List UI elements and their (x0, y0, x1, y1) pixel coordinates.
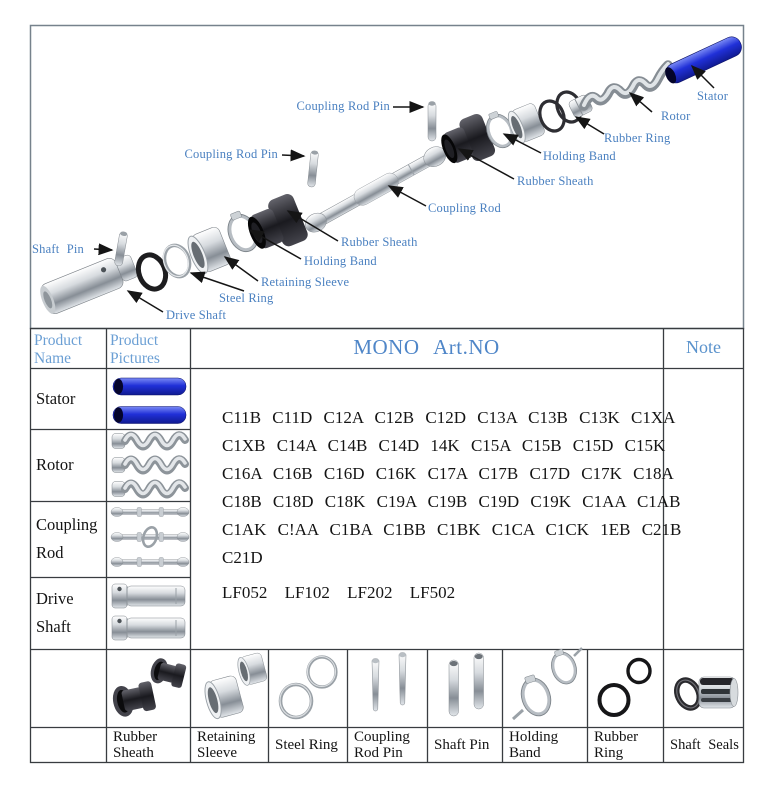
row-name-drive-shaft: Drive Shaft (36, 589, 74, 636)
coupling-rod-pin-picture (371, 652, 407, 712)
diagram-arrows (93, 64, 715, 313)
bottom-label-rubber-ring: Rubber Ring (594, 728, 639, 762)
label-holding-band-right: Holding Band (543, 149, 616, 163)
rubber-ring-picture (597, 657, 652, 717)
header-note: Note (686, 337, 721, 357)
label-holding-band-left: Holding Band (304, 254, 377, 268)
bottom-label-steel-ring: Steel Ring (275, 736, 338, 753)
stator-part (665, 36, 742, 84)
coupling-rod-pin-top-part (427, 101, 437, 142)
coupling-rod-pictures (110, 507, 190, 567)
bottom-label-holding-band: Holding Band (509, 728, 559, 762)
label-shaft-pin: Shaft Pin (32, 242, 84, 256)
bottom-label-rubber-sheath: Rubber Sheath (113, 728, 158, 762)
art-no-line: C18B C18D C18K C19A C19B C19D C19K C1AA … (222, 492, 681, 511)
label-rubber-sheath-right: Rubber Sheath (517, 174, 594, 188)
label-rubber-ring: Rubber Ring (604, 131, 671, 145)
retaining-sleeve-part (183, 224, 233, 277)
drive-shaft-part (40, 254, 138, 315)
row-name-coupling-rod: Coupling Rod (36, 515, 98, 562)
stator-pictures (112, 377, 187, 424)
bottom-label-shaft-seals: Shaft Seals (670, 736, 739, 753)
art-no-codes: C11B C11D C12A C12B C12D C13A C13B C13K … (222, 404, 682, 572)
row-name-rotor: Rotor (36, 455, 74, 474)
steel-ring-part (162, 243, 192, 279)
shaft-seals-picture (673, 676, 739, 711)
lf-codes: LF052 LF102 LF202 LF502 (222, 583, 456, 602)
coupling-rod-part (305, 146, 447, 233)
art-no-line: C1AK C!AA C1BA C1BB C1BK C1CA C1CK 1EB C… (222, 520, 682, 539)
label-drive-shaft: Drive Shaft (166, 308, 227, 322)
holding-band-picture (511, 645, 583, 722)
drive-shaft-pictures (111, 583, 186, 641)
black-ring-part (135, 252, 169, 292)
bottom-label-coupling-rod-pin: Coupling Rod Pin (354, 728, 410, 762)
header-product-pictures: Product Pictures (110, 332, 160, 367)
label-steel-ring: Steel Ring (219, 291, 274, 305)
label-coupling-rod-pin-left: Coupling Rod Pin (184, 147, 278, 161)
rotor-part (568, 60, 673, 118)
retaining-sleeve-picture (201, 651, 269, 721)
row-name-stator: Stator (36, 388, 76, 408)
label-rubber-sheath-left: Rubber Sheath (341, 235, 418, 249)
shaft-pin-picture (448, 652, 484, 717)
label-coupling-rod: Coupling Rod (428, 201, 501, 215)
art-no-line: C11B C11D C12A C12B C12D C13A C13B C13K … (222, 408, 676, 427)
steel-ring-picture (278, 655, 338, 720)
label-retaining-sleeve: Retaining Sleeve (261, 275, 350, 289)
header-art-no: MONO Art.NO (353, 335, 500, 359)
shaft-pin-part (114, 231, 128, 267)
art-no-line: C21D (222, 548, 263, 567)
header-product-name: Product Name (34, 332, 83, 367)
label-stator: Stator (697, 89, 729, 103)
label-coupling-rod-pin-top: Coupling Rod Pin (296, 99, 390, 113)
coupling-rod-pin-left-part (307, 150, 319, 188)
rubber-sheath-picture (110, 656, 189, 720)
art-no-line: C1XB C14A C14B C14D 14K C15A C15B C15D C… (222, 436, 666, 455)
table-grid (29, 327, 745, 764)
art-no-line: C16A C16B C16D C16K C17A C17B C17D C17K … (222, 464, 674, 483)
rotor-pictures (112, 434, 185, 497)
bottom-label-retaining-sleeve: Retaining Sleeve (197, 728, 256, 762)
bottom-label-shaft-pin: Shaft Pin (434, 736, 490, 753)
label-rotor: Rotor (661, 109, 691, 123)
